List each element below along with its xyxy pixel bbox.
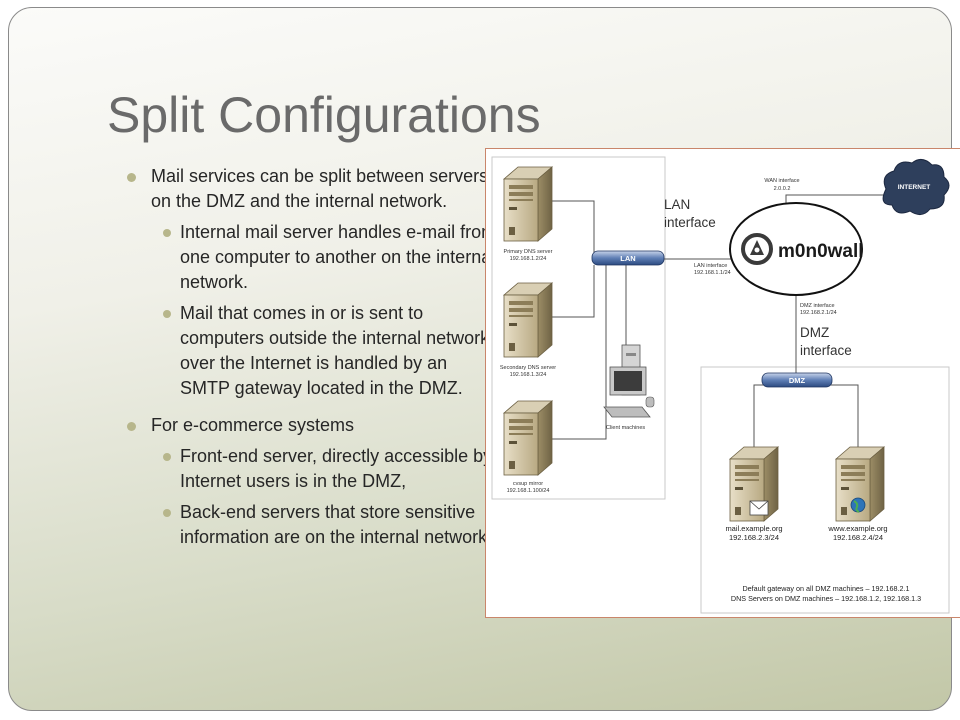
network-diagram-svg: INTERNET WAN interface 2.0.0.2 m0n0wall … (491, 156, 950, 614)
link-cvsup (552, 265, 607, 440)
lan-bus-label: LAN (620, 254, 635, 263)
internet-cloud-icon: INTERNET (882, 159, 950, 215)
lan-interface-label: LAN interface (694, 263, 727, 269)
secondary-dns-name: Secondary DNS server (500, 365, 556, 371)
cvsup-mirror-server-icon (503, 400, 553, 476)
link-primary-dns (552, 200, 595, 253)
dmz-dns-note: DNS Servers on DMZ machines – 192.168.1.… (731, 594, 921, 603)
slide-title: Split Configurations (107, 87, 541, 143)
link-wan (785, 194, 884, 205)
dmz-gateway-note: Default gateway on all DMZ machines – 19… (742, 584, 909, 593)
dmz-callout-line1: DMZ (800, 325, 829, 340)
cvsup-mirror-ip: 192.168.1.100/24 (507, 488, 550, 494)
bullet-back-end-servers: Back-end servers that store sensitive in… (127, 500, 497, 550)
client-machines-label: Client machines (606, 425, 645, 431)
bullet-mail-services: Mail services can be split between serve… (127, 164, 497, 214)
primary-dns-name: Primary DNS server (504, 249, 553, 255)
mail-server-name: mail.example.org (725, 524, 782, 533)
web-server-ip: 192.168.2.4/24 (833, 533, 883, 542)
primary-dns-server-icon (503, 166, 553, 242)
wan-ip-label: 2.0.0.2 (774, 186, 791, 192)
dmz-interface-label: DMZ interface (800, 303, 835, 309)
bullet-internal-mail-server: Internal mail server handles e-mail from… (127, 220, 497, 295)
m0n0wall-logo-text: m0n0wall (778, 241, 864, 262)
mail-server-ip: 192.168.2.3/24 (729, 533, 779, 542)
lan-callout-line2: interface (664, 215, 716, 230)
primary-dns-ip: 192.168.1.2/24 (510, 256, 547, 262)
bullet-front-end-server: Front-end server, directly accessible by… (127, 444, 497, 494)
bullet-list: Mail services can be split between serve… (127, 164, 497, 556)
lan-callout-line1: LAN (664, 197, 690, 212)
dmz-callout-line2: interface (800, 343, 852, 358)
dmz-bus-label: DMZ (789, 376, 806, 385)
link-www-server (818, 384, 859, 459)
bullet-ecommerce: For e-commerce systems (127, 413, 497, 438)
dmz-zone-frame (700, 366, 950, 614)
lan-switch-bus: LAN (591, 250, 665, 266)
dmz-switch-bus: DMZ (761, 372, 833, 388)
m0n0wall-firewall: m0n0wall (729, 202, 864, 296)
internet-label: INTERNET (898, 184, 931, 191)
lan-interface-ip: 192.168.1.1/24 (694, 270, 731, 276)
client-machine-icon (603, 344, 655, 418)
network-diagram: INTERNET WAN interface 2.0.0.2 m0n0wall … (485, 148, 960, 618)
secondary-dns-server-icon (503, 282, 553, 358)
lan-zone-frame (491, 156, 666, 500)
secondary-dns-ip: 192.168.1.3/24 (510, 372, 547, 378)
cvsup-mirror-name: cvsup mirror (513, 481, 543, 487)
wan-interface-label: WAN interface (764, 178, 799, 184)
web-server-name: www.example.org (827, 524, 887, 533)
link-secondary-dns (552, 265, 595, 318)
bullet-smtp-gateway: Mail that comes in or is sent to compute… (127, 301, 497, 401)
dmz-interface-ip: 192.168.2.1/24 (800, 310, 837, 316)
